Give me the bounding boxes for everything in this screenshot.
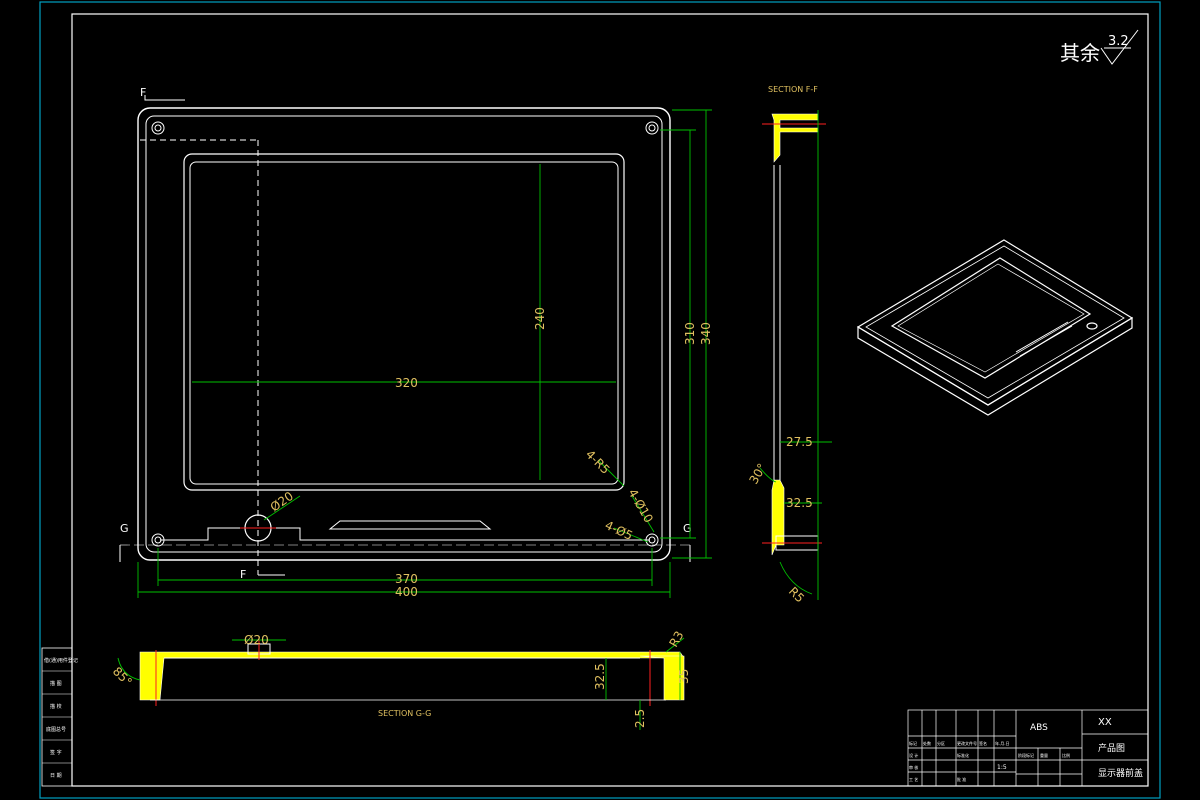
dim-r5: R5 [786, 584, 807, 605]
company-label: XX [1098, 717, 1112, 728]
inner-outline [145, 115, 663, 553]
dim-gg-2-5: 2.5 [633, 709, 647, 728]
corner-holes [151, 121, 659, 547]
section-ff-view: SECTION F-F 27.5 30° 32.5 R5 [746, 85, 832, 605]
tb-row2-label-0: 设 计 [909, 752, 918, 758]
side-row-1: 描 图 [50, 680, 62, 687]
isometric-view [856, 239, 1134, 416]
section-gg-view: Ø20 R3 85° 32.5 35 2.5 SECTION G-G [110, 629, 691, 730]
tb-row-label-2: 分区 [937, 740, 945, 746]
window-inner-outline [189, 161, 619, 485]
side-row-0: 借(通)用件登记 [44, 657, 78, 664]
section-gg-title: SECTION G-G [378, 709, 431, 718]
dim-320: 320 [395, 376, 418, 390]
dim-30-deg: 30° [746, 461, 769, 486]
dim-gg-32-5: 32.5 [593, 663, 607, 690]
dim-phi20: Ø20 [268, 489, 296, 515]
dim-4-phi5: 4-Ø5 [603, 518, 635, 543]
roughness-prefix: 其余 [1060, 41, 1100, 65]
tb-right-label-1: 重量 [1040, 752, 1048, 758]
part-name-label: 显示器前盖 [1098, 767, 1143, 779]
side-row-2: 描 校 [50, 703, 62, 710]
tb-row2-label-2: 审 核 [909, 764, 918, 770]
tb-row2-label-3: 工 艺 [909, 777, 918, 782]
tb-row2-label-4: 批 准 [957, 776, 966, 782]
drawing-type-label: 产品图 [1098, 742, 1125, 754]
dimension-texts: 320 240 310 340 370 400 4-R5 Ø20 4-Ø10 4… [268, 307, 713, 599]
tb-right-label-0: 阶段标记 [1018, 752, 1034, 758]
tb-row2-label-1: 标准化 [957, 752, 969, 758]
roughness-value: 3.2 [1108, 34, 1129, 49]
material-label: ABS [1030, 723, 1048, 733]
dim-gg-35: 35 [677, 669, 691, 684]
section-mark-g-left: G [120, 522, 129, 535]
tb-row-label-1: 处数 [923, 740, 931, 746]
side-row-4: 签 字 [50, 749, 62, 756]
title-block-text: ABS XX 产品图 显示器前盖 1:5 标记 处数 分区 更改文件号 签名 年… [909, 717, 1143, 782]
dim-4-phi10: 4-Ø10 [625, 487, 655, 526]
outer-outline [137, 107, 671, 561]
roughness-symbol: 其余 3.2 [1060, 29, 1139, 65]
dim-32-5: 32.5 [786, 496, 813, 510]
sheet-inner-border [71, 13, 1149, 787]
side-row-5: 日 期 [50, 773, 62, 779]
tb-row-label-3: 更改文件号 [957, 740, 977, 746]
section-mark-f-bottom: F [240, 568, 246, 581]
dim-gg-r3: R3 [666, 629, 686, 650]
dim-400: 400 [395, 585, 418, 599]
section-mark-g-right: G [683, 522, 692, 535]
section-ff-title: SECTION F-F [768, 85, 818, 94]
dim-310: 310 [683, 322, 697, 345]
dim-340: 340 [699, 322, 713, 345]
title-block [907, 709, 1149, 787]
vent-slot [328, 520, 492, 530]
tb-right-label-2: 比例 [1062, 752, 1070, 758]
dim-27-5: 27.5 [786, 435, 813, 449]
dim-370: 370 [395, 572, 418, 586]
dim-gg-phi20: Ø20 [244, 633, 269, 647]
side-table: 借(通)用件登记 描 图 描 校 底图总号 签 字 日 期 [41, 647, 78, 787]
tb-row-label-4: 签名 [979, 740, 987, 746]
tb-row-label-5: 年.月.日 [995, 740, 1010, 746]
section-mark-f-top: F [140, 86, 146, 99]
tb-row-label-0: 标记 [909, 740, 917, 746]
scale-label: 1:5 [997, 764, 1007, 771]
window-outline [183, 153, 625, 491]
sheet-outer-border [39, 1, 1161, 799]
dim-gg-85deg: 85° [110, 664, 135, 689]
dimension-lines [137, 109, 712, 598]
dim-240: 240 [533, 307, 547, 330]
side-row-3: 底图总号 [46, 726, 66, 733]
dim-4-r5: 4-R5 [583, 447, 613, 477]
front-view: F F G G 320 [119, 86, 713, 599]
